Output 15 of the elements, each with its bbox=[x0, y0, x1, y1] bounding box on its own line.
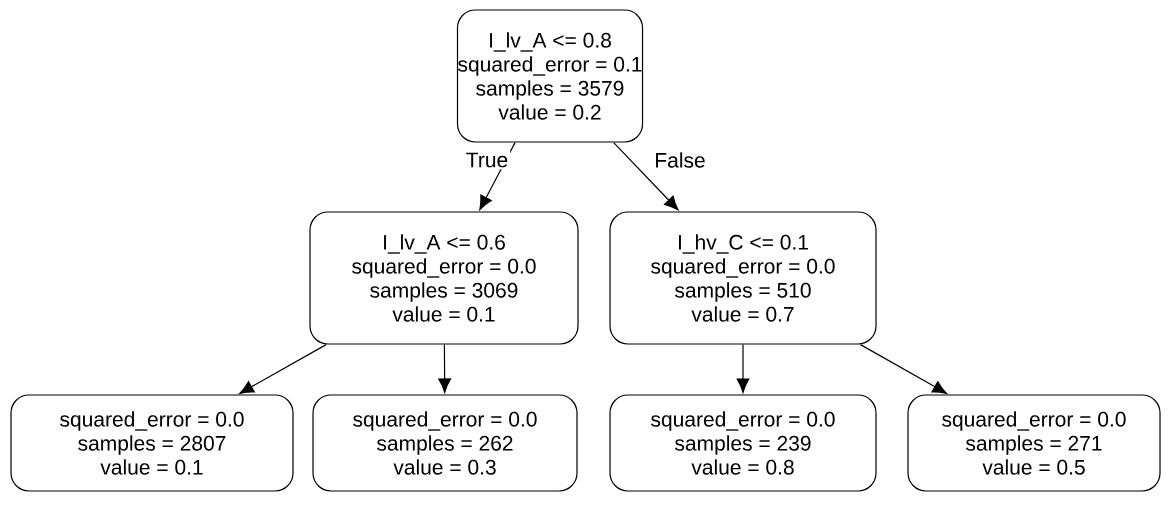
tree-node-box: I_lv_A <= 0.8 squared_error = 0.1 samples = 3579 value = 0.2 bbox=[456, 9, 644, 143]
tree-node-box: squared_error = 0.0 samples = 2807 value = 0.1 bbox=[10, 394, 294, 492]
arrow bbox=[859, 344, 948, 394]
edge-label: True bbox=[463, 150, 511, 170]
arrow bbox=[438, 344, 452, 393]
arrow bbox=[479, 142, 516, 211]
arrow bbox=[239, 344, 327, 394]
tree-node-box: squared_error = 0.0 samples = 271 value = 0.5 bbox=[907, 394, 1161, 492]
tree-node-box: squared_error = 0.0 samples = 262 value = 0.3 bbox=[312, 394, 578, 492]
edge-label: False bbox=[652, 150, 708, 170]
tree-node-box: I_hv_C <= 0.1 squared_error = 0.0 samples = 510 value = 0.7 bbox=[609, 211, 877, 345]
arrow bbox=[736, 344, 750, 393]
tree-node-box: I_lv_A <= 0.6 squared_error = 0.0 samples = 3069 value = 0.1 bbox=[309, 211, 579, 345]
arrow bbox=[613, 142, 679, 211]
tree-node-box: squared_error = 0.0 samples = 239 value = 0.8 bbox=[609, 394, 877, 492]
